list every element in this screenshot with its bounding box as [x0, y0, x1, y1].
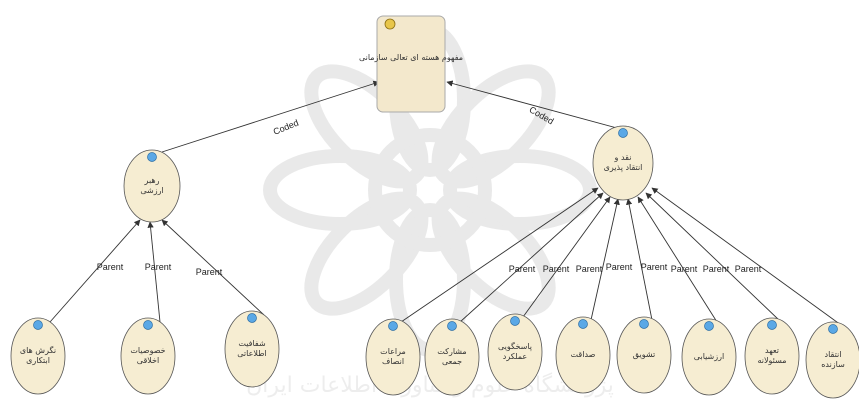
concept-circle-icon: [388, 321, 398, 331]
concept-circle-icon: [33, 320, 43, 330]
edge-parent-right: [459, 192, 604, 323]
arabesque-rosette-watermark: پژوهشگاه علوم و فناوری اطلاعات ایران: [246, 23, 614, 398]
node-ellipse: [487, 313, 543, 391]
node-ellipse: [424, 318, 480, 396]
node-label: ارزشیابی: [694, 352, 724, 361]
node-ellipse: [555, 316, 611, 394]
node-label: خصوصیات: [130, 346, 165, 355]
core-concept-icon: [384, 18, 396, 30]
child-node-right[interactable]: ارزشیابی: [681, 318, 737, 396]
node-ellipse: [224, 310, 280, 388]
rosette-petal: [263, 149, 417, 231]
concept-circle-icon: [704, 321, 714, 331]
concept-circle-icon: [828, 324, 838, 334]
concept-circle-icon: [578, 319, 588, 329]
node-label: انتقاد: [825, 350, 842, 359]
node-label: نقد و: [614, 153, 632, 162]
rosette-center: [368, 128, 492, 252]
node-label: سازنده: [821, 360, 845, 369]
edge-label-coded-left: Coded: [272, 118, 300, 137]
edge-label-parent-left: Parent: [97, 262, 124, 272]
node-ellipse: [681, 318, 737, 396]
node-ellipse: [592, 125, 654, 201]
rosette-petal: [431, 64, 556, 189]
node-label: انصاف: [382, 357, 404, 366]
node-label: نگرش های: [20, 345, 56, 355]
node-ellipse: [744, 317, 800, 395]
concept-circle-icon: [447, 321, 457, 331]
edge-parent-right: [637, 196, 718, 323]
node-label: مشارکت: [437, 347, 466, 356]
edge-label-parent-left: Parent: [196, 267, 223, 277]
concept-circle-icon: [247, 313, 257, 323]
concept-circle-icon: [143, 320, 153, 330]
node-label: تعهد: [765, 346, 779, 355]
edge-parent-right: [626, 198, 653, 321]
core-concept-node[interactable]: مفهوم هسته ای تعالی سازمانی: [359, 15, 463, 113]
node-label: صداقت: [571, 350, 596, 359]
node-label: تشویق: [633, 350, 655, 359]
edge-label-parent-right: Parent: [543, 264, 570, 274]
edge-label-parent-right: Parent: [641, 262, 668, 272]
node-label: جمعی: [442, 357, 462, 366]
edge-label-parent-right: Parent: [703, 264, 730, 274]
edge-parent-left: [161, 219, 265, 316]
concept-circle-icon: [618, 128, 628, 138]
node-label: انتقاد پذیری: [604, 163, 643, 172]
edge-parent-left: [49, 219, 141, 323]
node-label: مسئولانه: [757, 356, 786, 365]
node-label: عملکرد: [503, 352, 527, 361]
rosette-petal: [443, 149, 597, 231]
edge-parent-right: [645, 192, 781, 322]
edge-parent-right: [400, 187, 599, 323]
edge-parent-right: [522, 196, 611, 318]
node-label: ابتکاری: [26, 356, 50, 365]
edge-coded-left: [161, 80, 380, 153]
node-label: ارزشی: [140, 186, 163, 195]
concept-circle-icon: [510, 316, 520, 326]
child-node-right[interactable]: صداقت: [555, 316, 611, 394]
concept-circle-icon: [639, 319, 649, 329]
edge-label-parent-right: Parent: [509, 264, 536, 274]
node-ellipse: [120, 317, 176, 395]
edge-parent-right: [590, 198, 620, 321]
edge-coded-right: [446, 80, 618, 129]
node-label: شفافیت: [238, 339, 266, 348]
node-label: پاسخگویی: [498, 341, 532, 351]
node-ellipse: [123, 149, 181, 223]
concept-circle-icon: [147, 152, 157, 162]
edge-label-parent-left: Parent: [145, 262, 172, 272]
edge-label-parent-right: Parent: [671, 264, 698, 274]
node-ellipse: [616, 316, 672, 394]
node-label: اطلاعاتی: [237, 349, 266, 358]
node-label: اخلاقی: [137, 356, 159, 365]
edge-label-parent-right: Parent: [606, 262, 633, 272]
node-label: مراعات: [380, 347, 406, 356]
node-ellipse: [365, 318, 421, 396]
node-label: رهبر: [144, 176, 160, 185]
rosette-petal: [304, 191, 429, 316]
core-concept-label: مفهوم هسته ای تعالی سازمانی: [359, 53, 463, 62]
node-ellipse: [10, 317, 66, 395]
concept-circle-icon: [767, 320, 777, 330]
edge-label-parent-right: Parent: [735, 264, 762, 274]
child-node-right[interactable]: تشویق: [616, 316, 672, 394]
edge-parent-right: [651, 187, 842, 326]
edge-parent-left: [147, 221, 161, 323]
rosette-petal: [431, 191, 556, 316]
edge-label-parent-right: Parent: [576, 264, 603, 274]
node-ellipse: [805, 321, 859, 399]
